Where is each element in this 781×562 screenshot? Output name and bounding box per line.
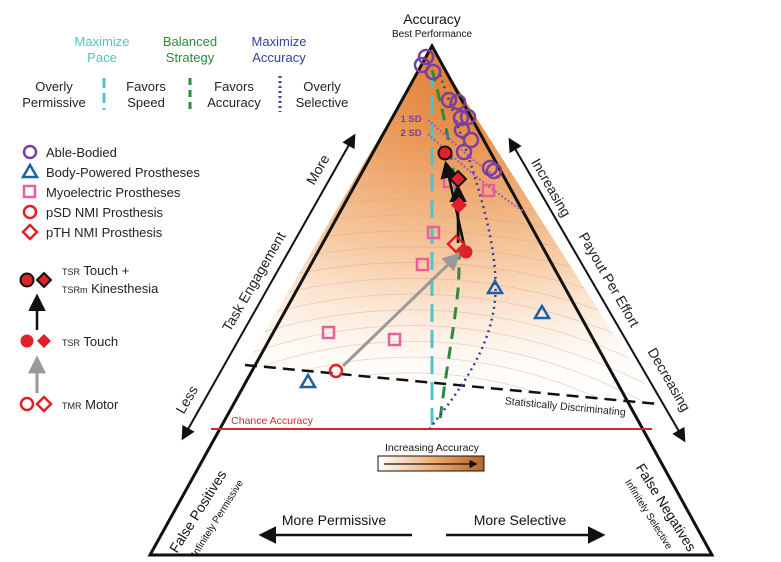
able-bodied-point (462, 131, 480, 149)
psd-touch-point (459, 245, 473, 259)
body-powered-points (298, 278, 552, 389)
strategy-maximize-accuracy-1: Maximize (252, 34, 307, 49)
header-title: Accuracy (403, 11, 461, 27)
legend-body-powered: Body-Powered Prostheses (46, 165, 200, 180)
pth-touch-point (451, 197, 467, 213)
style-favors-speed-1: Favors (126, 79, 166, 94)
strategy-maximize-accuracy-2: Accuracy (252, 50, 306, 65)
style-favors-accuracy-1: Favors (214, 79, 254, 94)
motor-diamond-icon (35, 395, 53, 413)
touch-label: TSR Touch (62, 334, 118, 349)
legend-pth-nmi: pTH NMI Prosthesis (46, 225, 163, 240)
pth-touch-kin-point (448, 169, 468, 189)
able-bodied-point (424, 63, 442, 81)
style-overly-permissive-2: Permissive (22, 95, 86, 110)
style-overly-permissive-1: Overly (35, 79, 73, 94)
gradient-bar-label: Increasing Accuracy (385, 442, 480, 454)
left-side-arrow (181, 133, 356, 441)
style-overly-selective-1: Overly (303, 79, 341, 94)
myoelectric-square-icon (22, 184, 37, 199)
able-bodied-point (481, 159, 499, 177)
myoelectric-point (481, 183, 496, 198)
legend-myoelectric: Myoelectric Prostheses (46, 185, 181, 200)
able-bodied-point (453, 121, 471, 139)
balanced-strategy-line (430, 69, 461, 421)
more-permissive-label: More Permissive (282, 512, 386, 528)
header-subtitle: Best Performance (392, 29, 472, 40)
body-powered-point (298, 372, 318, 389)
more-selective-label: More Selective (474, 512, 567, 528)
able-bodied-point (449, 93, 467, 111)
left-axis-bottom: Less (172, 383, 201, 417)
myoelectric-point (387, 332, 402, 347)
psd-motor-point (328, 363, 344, 379)
style-overly-selective-2: Selective (296, 95, 349, 110)
myoelectric-point (415, 257, 430, 272)
psd-nmi-circle-icon (22, 204, 38, 220)
body-powered-point (485, 278, 505, 295)
strategy-legend: Maximize Pace Balanced Strategy Maximize… (75, 34, 307, 65)
strategy-maximize-pace-2: Pace (87, 50, 117, 65)
strategy-balanced-2: Strategy (166, 50, 215, 65)
chance-accuracy-label: Chance Accuracy (231, 415, 313, 427)
psd-touch-kin-point (437, 145, 453, 161)
able-bodied-point (455, 143, 473, 161)
touch-circle-icon (20, 334, 34, 348)
touch-kin-label-line2: TSRm Kinesthesia (62, 281, 159, 296)
statistically-discriminating-line (244, 363, 659, 406)
touch-diamond-icon (37, 334, 51, 348)
sd-2-line (427, 133, 526, 213)
touch-kin-label-line1: TSR Touch + (62, 263, 129, 278)
able-bodied-point (417, 48, 435, 66)
sd-1-label: 1 SD (400, 114, 421, 125)
myoelectric-point (321, 325, 336, 340)
able-bodied-point (485, 162, 503, 180)
touch-kin-diamond-icon (35, 271, 53, 289)
group-legend: Able-Bodied Body-Powered Prostheses Myoe… (20, 144, 200, 241)
able-bodied-point (452, 109, 470, 127)
motor-label: TMR Motor (62, 397, 119, 412)
myoelectric-point (426, 225, 441, 240)
pth-nmi-diamond-icon (21, 223, 39, 241)
legend-able-bodied: Able-Bodied (46, 145, 117, 160)
able-bodied-circle-icon (22, 144, 38, 160)
body-powered-point (532, 303, 552, 320)
body-powered-triangle-icon (20, 162, 40, 179)
legend-psd-nmi: pSD NMI Prosthesis (46, 205, 164, 220)
nmi-points (328, 145, 473, 379)
right-side-arrow (508, 137, 686, 443)
line-style-legend: Overly Permissive Favors Speed Favors Ac… (22, 76, 348, 112)
style-favors-accuracy-2: Accuracy (207, 95, 261, 110)
able-bodied-point (459, 108, 477, 126)
touch-kin-circle-icon (19, 272, 35, 288)
gray-progression-arrow (341, 252, 461, 368)
style-favors-speed-2: Speed (127, 95, 165, 110)
strategy-balanced-1: Balanced (163, 34, 217, 49)
pth-motor-point (446, 234, 466, 254)
conditions-legend: TSR Touch + TSRm Kinesthesia TSR Touch T… (19, 263, 159, 413)
strategy-maximize-pace-1: Maximize (75, 34, 130, 49)
sd-2-label: 2 SD (400, 128, 421, 139)
able-bodied-points (413, 48, 503, 180)
motor-circle-icon (19, 396, 35, 412)
able-bodied-point (440, 91, 458, 109)
